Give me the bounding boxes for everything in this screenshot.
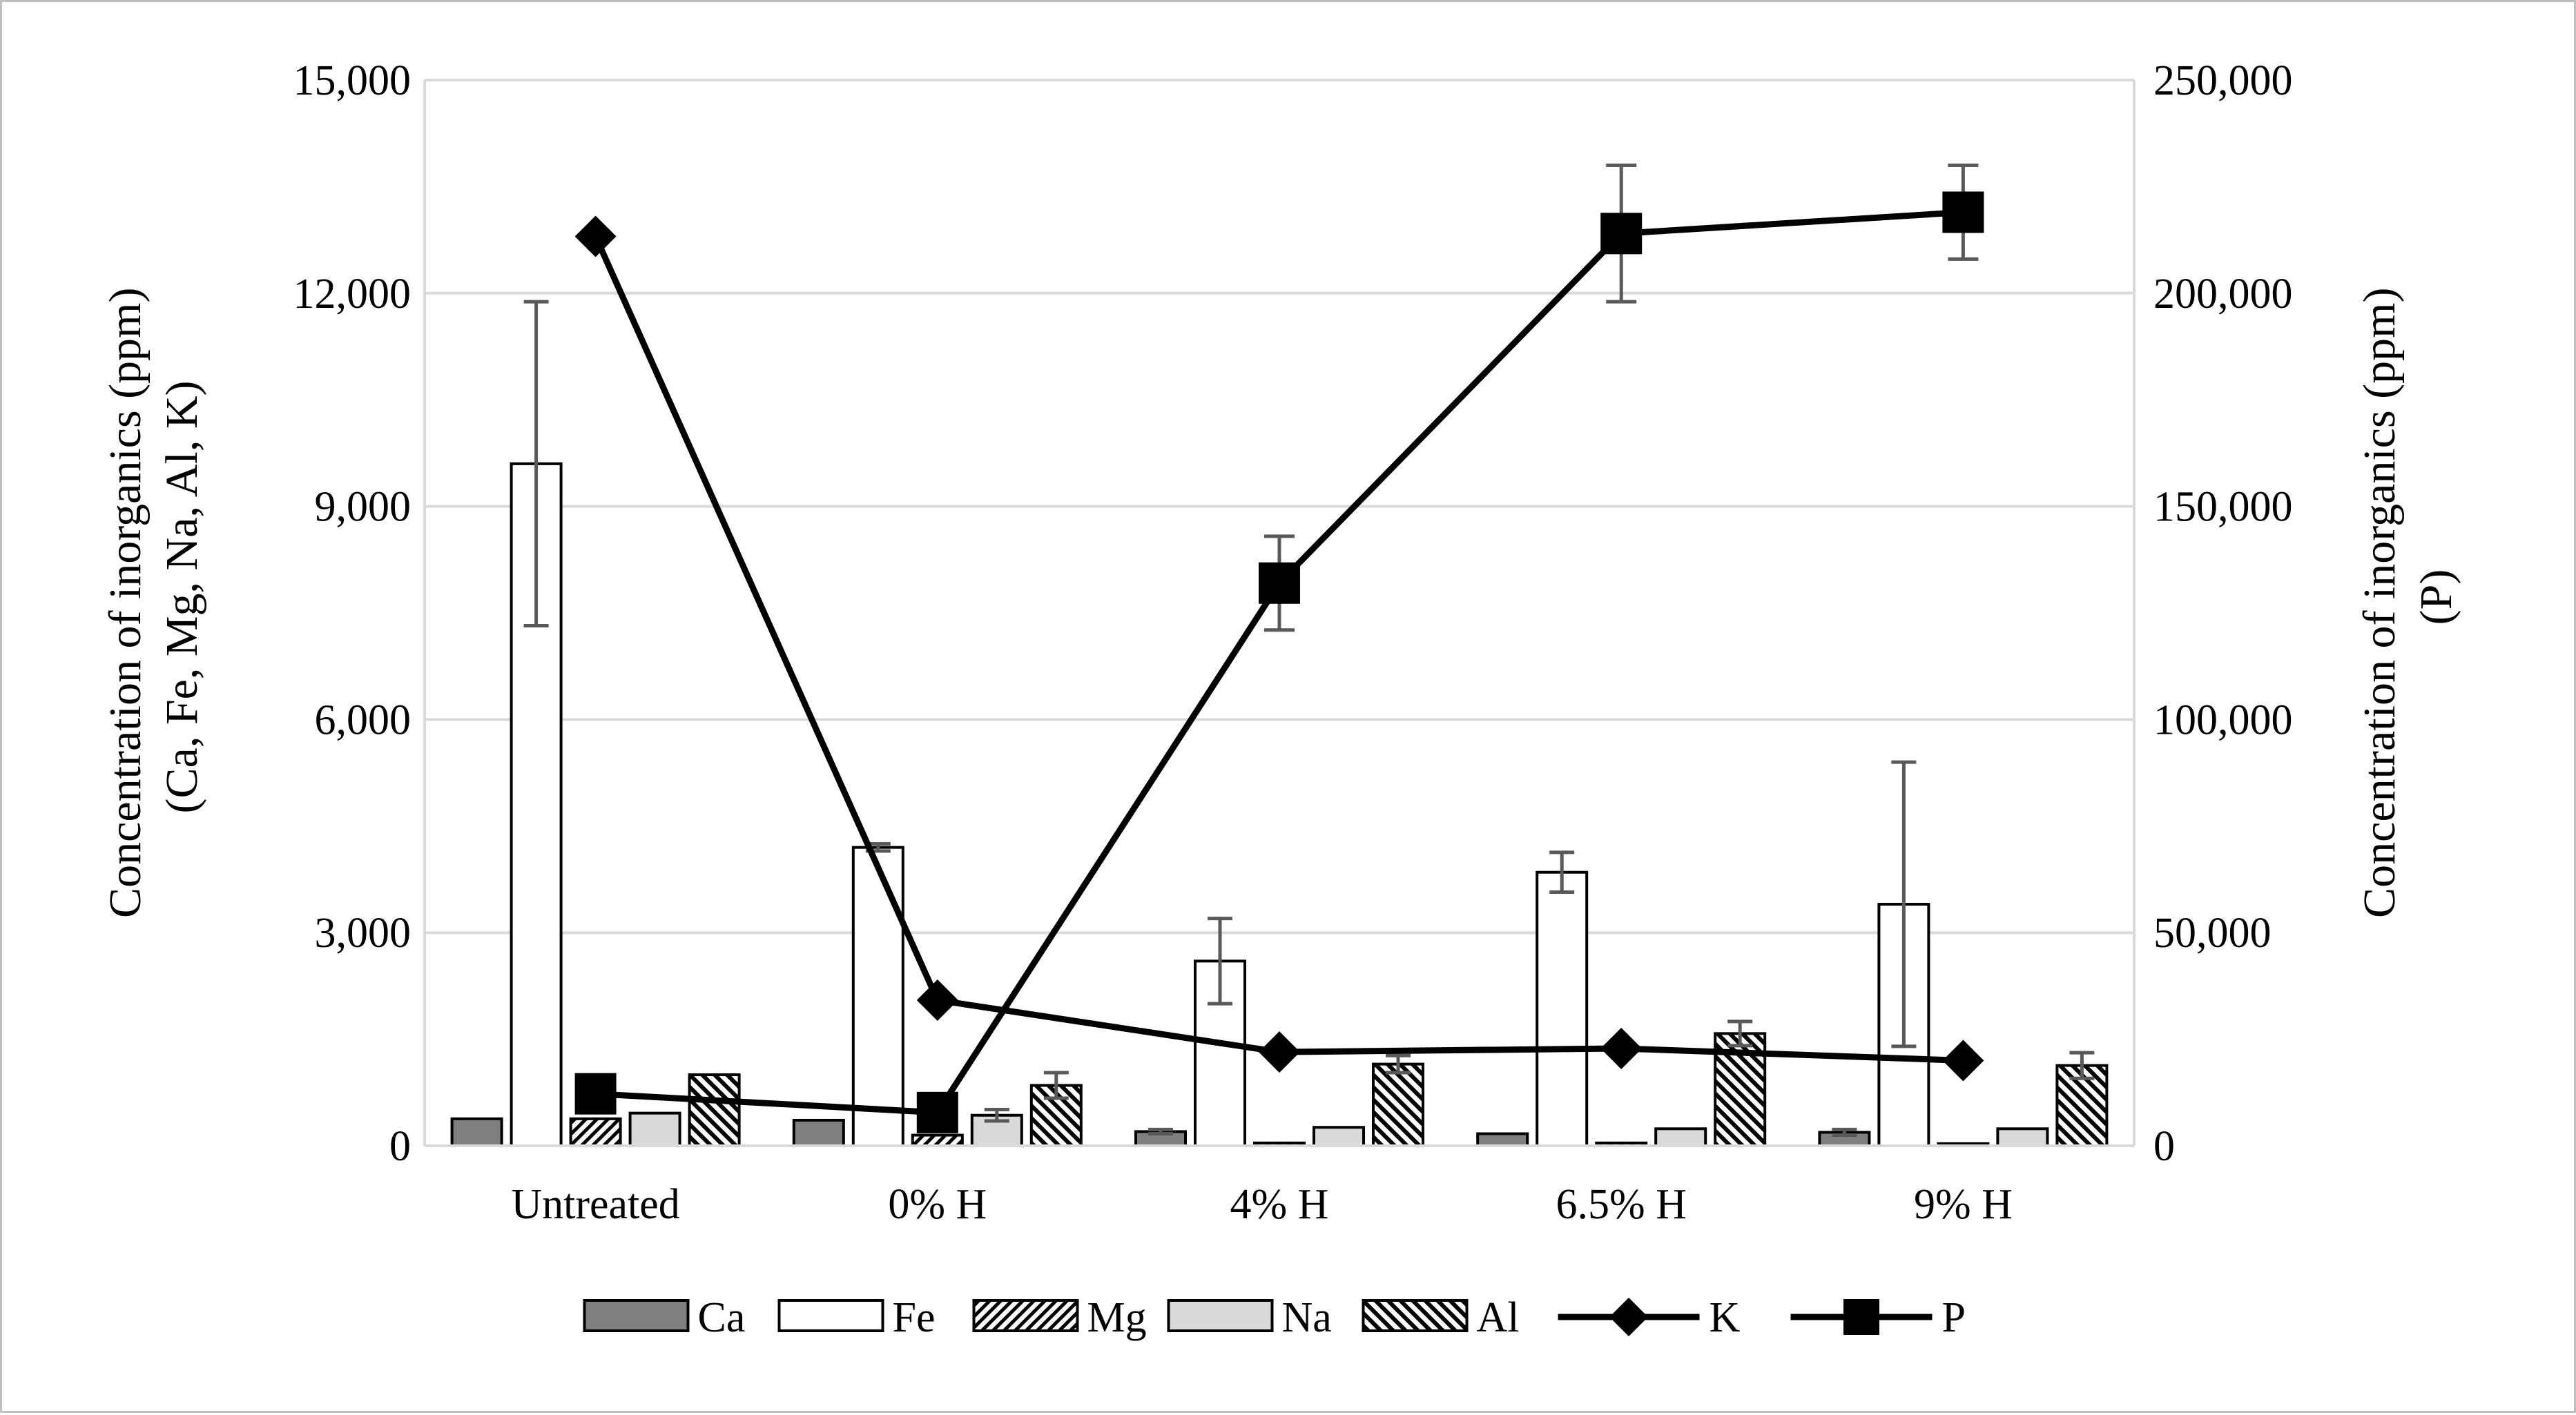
axes-layer: 0 3,000 6,000 9,000 12,000 15,000 0 50,000 100,0… <box>293 57 2293 1228</box>
x-tick-label-untreated: Untreated <box>511 1181 679 1228</box>
right-tick-label: 100,000 <box>2153 696 2293 743</box>
left-axis-title: Concentration of inorganics (ppm) (Ca, F… <box>100 276 207 918</box>
marker-p-untreated <box>574 1073 617 1115</box>
left-tick-label: 3,000 <box>315 910 411 957</box>
bar-mg-untreated <box>569 1117 622 1148</box>
series-line-p <box>595 208 1964 1116</box>
legend-label-ca: Ca <box>698 1294 746 1341</box>
bar-na-6-5-h <box>1654 1127 1707 1148</box>
bar-ca-0-h <box>792 1118 845 1147</box>
bar-na-4-h <box>1313 1126 1365 1147</box>
marker-k-4-h <box>1259 1031 1300 1073</box>
legend-swatch-fe <box>777 1299 884 1332</box>
grid-layer <box>425 79 2134 935</box>
marker-k-0-h <box>916 979 958 1021</box>
right-tick-label: 50,000 <box>2153 910 2272 957</box>
legend-marker-p <box>1843 1299 1879 1335</box>
left-axis-title-line2: (Ca, Fe, Mg, Na, Al, K) <box>157 381 207 814</box>
x-tick-label-6-5-h: 6.5% H <box>1556 1181 1686 1228</box>
x-tick-label-9-h: 9% H <box>1914 1181 2013 1228</box>
right-axis-title: Concentration of inorganics (ppm) (P) <box>2354 276 2461 918</box>
marker-p-9-h <box>1942 191 1984 233</box>
marker-p-4-h <box>1259 562 1300 604</box>
legend-swatch-mg <box>972 1299 1079 1332</box>
legend-swatch-na <box>1167 1299 1274 1332</box>
marker-k-untreated <box>574 215 617 257</box>
bar-mg-0-h <box>911 1133 964 1148</box>
left-tick-label: 15,000 <box>293 57 411 104</box>
legend-label-na: Na <box>1282 1294 1332 1341</box>
marker-k-9-h <box>1942 1040 1984 1082</box>
left-tick-label: 12,000 <box>293 271 411 318</box>
right-axis-title-line2: (P) <box>2411 569 2461 625</box>
bar-ca-6-5-h <box>1476 1132 1529 1148</box>
bar-al-4-h <box>1372 1062 1424 1148</box>
series-line-k <box>592 235 1964 1064</box>
left-axis-title-line1: Concentration of inorganics (ppm) <box>100 288 151 918</box>
left-tick-label: 9,000 <box>315 484 411 531</box>
bar-na-untreated <box>628 1111 681 1147</box>
x-tick-label-0-h: 0% H <box>888 1181 987 1228</box>
legend-label-p: P <box>1942 1294 1966 1341</box>
bars-layer <box>450 300 2109 1148</box>
marker-k-6-5-h <box>1600 1027 1643 1069</box>
legend-label-k: K <box>1710 1294 1741 1341</box>
legend-marker-k <box>1609 1298 1648 1336</box>
bar-fe-6-5-h <box>1536 870 1589 1147</box>
bar-na-9-h <box>1996 1127 2049 1148</box>
bar-ca-untreated <box>450 1117 503 1148</box>
x-tick-label-4-h: 4% H <box>1230 1181 1329 1228</box>
legend-swatch-ca <box>583 1299 690 1332</box>
right-axis-title-line1: Concentration of inorganics (ppm) <box>2354 288 2405 918</box>
lines-layer <box>574 164 1984 1133</box>
marker-p-6-5-h <box>1600 213 1643 255</box>
legend-swatch-al <box>1362 1299 1469 1332</box>
right-tick-label: 200,000 <box>2153 271 2293 318</box>
legend-label-al: Al <box>1477 1294 1520 1341</box>
right-tick-label: 0 <box>2153 1123 2175 1170</box>
marker-p-0-h <box>916 1091 958 1133</box>
bar-fe-0-h <box>851 846 904 1148</box>
legend-label-fe: Fe <box>893 1294 936 1341</box>
legend: Ca Fe Mg Na Al K P <box>583 1294 1966 1341</box>
bar-al-untreated <box>688 1073 741 1147</box>
right-tick-label: 150,000 <box>2153 484 2293 531</box>
right-tick-label: 250,000 <box>2153 57 2293 104</box>
legend-label-mg: Mg <box>1087 1294 1147 1341</box>
left-tick-label: 0 <box>389 1123 411 1170</box>
left-tick-label: 6,000 <box>315 696 411 743</box>
